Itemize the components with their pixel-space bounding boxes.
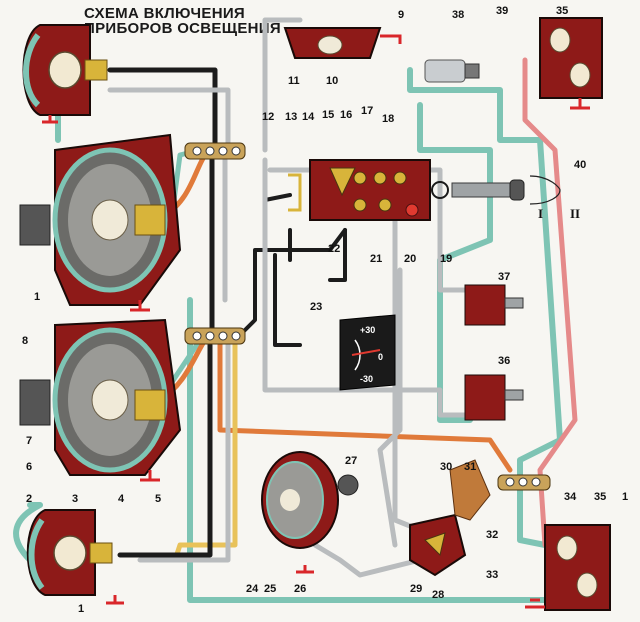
callout-20: 20 — [404, 253, 416, 265]
diagram-title: СХЕМА ВКЛЮЧЕНИЯ ПРИБОРОВ ОСВЕЩЕНИЯ — [84, 6, 281, 36]
callout-4: 4 — [118, 493, 125, 505]
callout-3: 3 — [72, 493, 78, 505]
callout-6: 6 — [26, 461, 32, 473]
callout-32: 32 — [486, 529, 498, 541]
wire-teal-mid — [417, 102, 493, 423]
rear-lamp-upper — [539, 17, 603, 110]
title-line-1: СХЕМА ВКЛЮЧЕНИЯ — [84, 5, 245, 22]
callout-34: 34 — [564, 491, 577, 503]
wire-black-top-lamp — [107, 67, 218, 148]
callout-33: 33 — [486, 569, 498, 581]
callout-23: 23 — [310, 301, 322, 313]
callout-10: 10 — [326, 75, 338, 87]
wire-orange-long — [217, 337, 513, 473]
callout-14: 14 — [302, 111, 315, 123]
fog-lamp — [261, 451, 359, 574]
switch-position-one: I — [538, 206, 543, 221]
switch-37 — [464, 284, 524, 326]
callout-16: 16 — [340, 109, 352, 121]
callout-19: 19 — [440, 253, 452, 265]
title-line-2: ПРИБОРОВ ОСВЕЩЕНИЯ — [84, 20, 281, 37]
connector-block-rear — [497, 474, 551, 491]
callout-1-rear: 1 — [622, 491, 628, 503]
wire-black-gauge — [273, 228, 347, 347]
rear-lamp-lower — [525, 524, 611, 611]
callout-36: 36 — [498, 355, 510, 367]
connector-block-upper — [184, 142, 246, 160]
switch-36 — [464, 374, 524, 421]
gauge-label-center: 0 — [378, 352, 383, 362]
callout-30: 30 — [440, 461, 452, 473]
callout-31: 31 — [464, 461, 476, 473]
callout-28: 28 — [432, 589, 444, 601]
left-headlamp-lower — [19, 318, 182, 482]
callout-38: 38 — [452, 9, 464, 21]
callout-21: 21 — [370, 253, 382, 265]
callout-13: 13 — [285, 111, 297, 123]
callout-29: 29 — [410, 583, 422, 595]
callout-9: 9 — [398, 9, 404, 21]
callout-1-lamp: 1 — [78, 603, 84, 615]
callout-37: 37 — [498, 271, 510, 283]
callout-2: 2 — [26, 493, 32, 505]
callout-18: 18 — [382, 113, 394, 125]
left-headlamp-upper — [19, 133, 182, 312]
switch-position-two: II — [570, 206, 580, 221]
callout-40: 40 — [574, 159, 586, 171]
front-left-turn-lamp — [26, 509, 124, 605]
interior-lamp — [283, 27, 402, 59]
central-light-switch — [288, 159, 561, 221]
wire-teal-right — [407, 67, 563, 548]
callout-15: 15 — [322, 109, 334, 121]
callout-12: 12 — [262, 111, 274, 123]
callout-27: 27 — [345, 455, 357, 467]
ammeter-gauge: +30 0 -30 — [339, 314, 396, 391]
callout-39: 39 — [496, 5, 508, 17]
wire-black-vertical — [117, 157, 215, 558]
callout-35-upper: 35 — [556, 5, 568, 17]
switch-38 — [424, 59, 480, 83]
ignition-switch — [409, 459, 491, 577]
wire-gray-sidelight — [312, 542, 423, 578]
callout-labels: 9 10 11 12 13 14 15 16 17 18 19 20 21 22… — [22, 5, 628, 615]
gauge-label-bottom: -30 — [360, 374, 373, 384]
gauge-label-top: +30 — [360, 325, 375, 335]
wire-gray-loop — [137, 157, 231, 563]
callout-35-lower: 35 — [594, 491, 606, 503]
callout-11: 11 — [288, 75, 300, 87]
callout-22: 22 — [328, 243, 340, 255]
callout-1-headlamp: 1 — [34, 291, 40, 303]
front-left-parking-lamp — [22, 24, 108, 124]
callout-25: 25 — [264, 583, 276, 595]
callout-8: 8 — [22, 335, 28, 347]
connector-block-lower — [184, 327, 246, 345]
callout-7: 7 — [26, 435, 32, 447]
callout-24: 24 — [246, 583, 259, 595]
callout-17: 17 — [361, 105, 373, 117]
wire-gray-top — [107, 17, 303, 153]
callout-5: 5 — [155, 493, 161, 505]
callout-26: 26 — [294, 583, 306, 595]
